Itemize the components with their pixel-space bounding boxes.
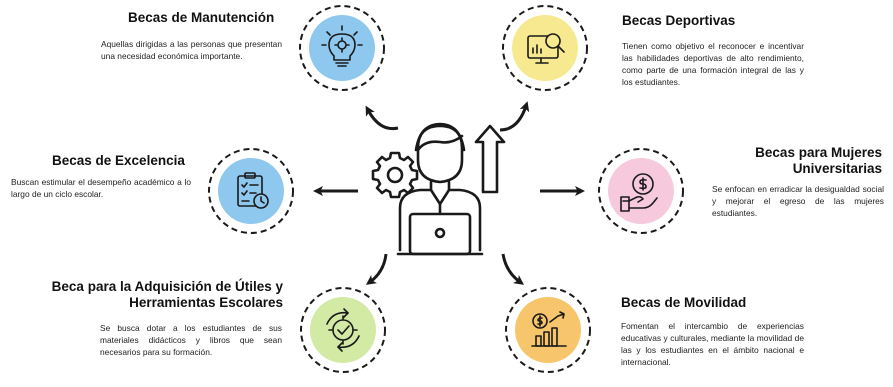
hand-coin-icon xyxy=(620,173,658,212)
item-description: Tienen como objetivo el reconocer e ince… xyxy=(622,41,804,87)
circle-fill-excelencia xyxy=(218,158,284,224)
arrow-to-deportivas xyxy=(499,101,530,132)
circle-fill-deportivas xyxy=(512,15,578,81)
circle-fill-mujeres xyxy=(608,158,674,224)
item-description: Se busca dotar a los estudiantes de sus … xyxy=(100,323,282,357)
item-description: Se enfocan en erradicar la desigualdad s… xyxy=(712,184,884,218)
item-description: Buscan estimular el desempeño académico … xyxy=(11,177,191,199)
circle-fill-movilidad xyxy=(515,297,581,363)
monitor-chart-magnifier-icon xyxy=(527,33,565,64)
item-description: Aquellas dirigidas a las personas que pr… xyxy=(101,39,282,61)
item-title: Becas de Excelencia xyxy=(52,153,185,168)
circle-fill-manutencion xyxy=(309,15,375,81)
arrow-to-movilidad xyxy=(501,253,525,285)
money-growth-chart-icon xyxy=(531,311,567,347)
item-title: Becas de Manutención xyxy=(128,10,275,25)
checklist-clock-icon xyxy=(237,172,269,209)
lightbulb-gear-icon xyxy=(321,25,363,67)
gear-icon xyxy=(371,151,419,199)
item-title: Becas para Mujeres Universitarias xyxy=(755,145,882,176)
item-title: Becas Deportivas xyxy=(622,13,736,28)
item-title: Beca para la Adquisición de Útiles y Her… xyxy=(51,279,283,310)
circle-fill-utiles xyxy=(310,297,376,363)
item-description: Fomentan el intercambio de experiencias … xyxy=(621,321,804,367)
item-title: Becas de Movilidad xyxy=(621,295,747,310)
growth-arrow-icon xyxy=(474,124,506,194)
arrow-to-utiles xyxy=(365,253,388,285)
gear-check-cycle-icon xyxy=(326,308,360,352)
arrow-to-manutencion xyxy=(365,105,399,131)
